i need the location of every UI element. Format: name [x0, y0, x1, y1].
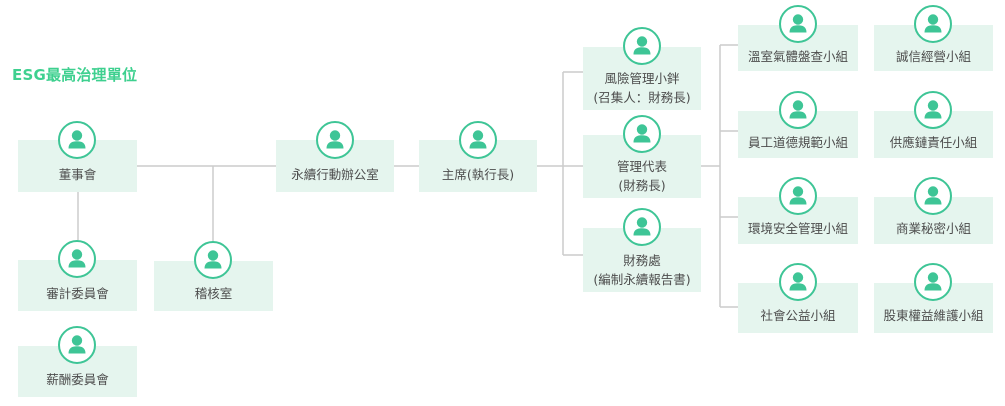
user-icon: [459, 121, 497, 159]
node-label: 商業秘密小組: [895, 221, 971, 236]
node-label-line1: 風險管理小鉡: [604, 71, 680, 86]
user-icon: [623, 208, 661, 246]
user-icon: [58, 121, 96, 159]
user-icon: [316, 121, 354, 159]
node-label-line2: (財務長): [618, 178, 666, 193]
chart-title: ESG最高治理單位: [12, 66, 138, 84]
node-label: 溫室氣體盤查小組: [747, 49, 848, 64]
node-label: 管理代表 (財務長): [583, 157, 701, 195]
node-label: 永續行動辦公室: [291, 167, 379, 182]
node-label: 董事會: [58, 167, 97, 182]
user-icon: [914, 263, 952, 301]
node-employee-ethics[interactable]: 員工道德規範小組: [738, 111, 858, 158]
user-icon: [58, 240, 96, 278]
user-icon: [623, 115, 661, 153]
user-icon: [194, 241, 232, 279]
node-label-line2: (召集人：財務長): [593, 90, 691, 105]
node-label-line2: (編制永續報告書): [593, 272, 691, 287]
user-icon: [779, 177, 817, 215]
node-label: 財務處 (編制永續報告書): [583, 251, 701, 289]
node-label-line1: 管理代表: [616, 159, 667, 174]
user-icon: [58, 326, 96, 364]
user-icon: [779, 5, 817, 43]
node-label: 主席(執行長): [441, 167, 515, 182]
user-icon: [623, 27, 661, 65]
node-label: 審計委員會: [46, 286, 109, 301]
node-label: 薪酬委員會: [46, 372, 109, 387]
node-label: 員工道德規範小組: [747, 135, 848, 150]
user-icon: [914, 91, 952, 129]
node-risk-management[interactable]: 風險管理小鉡 (召集人：財務長): [583, 47, 701, 110]
user-icon: [914, 5, 952, 43]
node-label: 環境安全管理小組: [747, 221, 848, 236]
node-label: 社會公益小組: [760, 308, 836, 323]
node-label: 誠信經營小組: [895, 49, 971, 64]
node-label: 供應鏈責任小組: [889, 135, 978, 150]
user-icon: [779, 91, 817, 129]
node-label-line1: 財務處: [623, 253, 661, 268]
node-label: 股東權益維護小組: [883, 308, 984, 323]
user-icon: [779, 263, 817, 301]
user-icon: [914, 177, 952, 215]
node-label: 風險管理小鉡 (召集人：財務長): [583, 69, 701, 107]
node-label: 稽核室: [194, 286, 233, 301]
